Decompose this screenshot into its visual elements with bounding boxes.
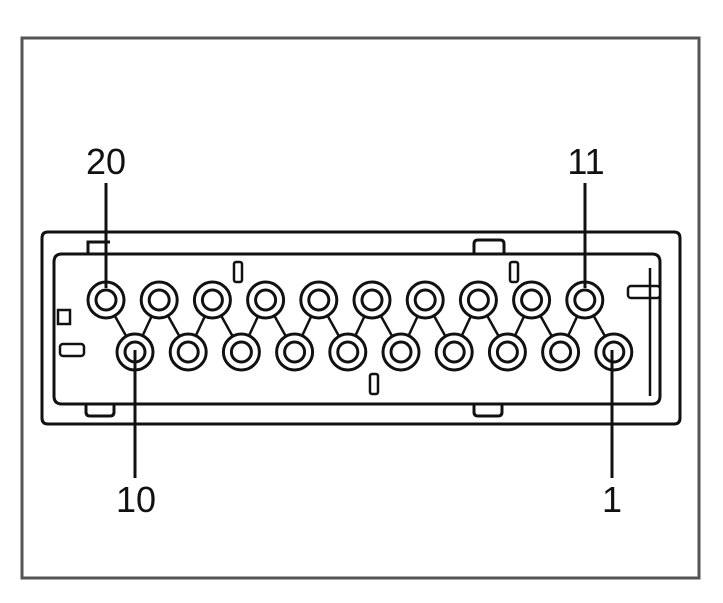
pin-label-10: 10 xyxy=(116,479,156,520)
top-right-key xyxy=(472,238,506,254)
pin-14-contact xyxy=(413,288,437,312)
pin-5 xyxy=(381,332,421,372)
pin-5-contact xyxy=(389,340,413,364)
pin-3 xyxy=(487,332,527,372)
pin-12 xyxy=(512,280,552,320)
pin-label-1: 1 xyxy=(602,479,622,520)
left-side-tab-2 xyxy=(58,342,86,358)
connector-housing-outer xyxy=(40,230,682,426)
top-left-latch xyxy=(86,240,110,254)
bottom-rib xyxy=(368,372,380,396)
pin-6-contact xyxy=(336,340,360,364)
top-rib-left xyxy=(232,260,244,284)
pin-17-contact xyxy=(254,288,278,312)
pin-7-contact xyxy=(283,340,307,364)
bottom-right-key xyxy=(472,404,504,418)
pin-13-contact xyxy=(466,288,490,312)
pin-19-contact xyxy=(147,288,171,312)
pin-9 xyxy=(168,332,208,372)
left-side-tab xyxy=(56,308,72,326)
pin-row-bottom xyxy=(115,332,634,372)
top-rib-right xyxy=(508,260,520,284)
bottom-left-key xyxy=(84,404,116,418)
pin-row-top xyxy=(86,280,605,320)
pin-1 xyxy=(594,332,634,372)
pin-17 xyxy=(246,280,286,320)
pin-15 xyxy=(352,280,392,320)
right-side-tab xyxy=(626,284,662,300)
pin-14 xyxy=(405,280,445,320)
pin-18 xyxy=(192,280,232,320)
pin-6 xyxy=(328,332,368,372)
pin-2-contact xyxy=(549,340,573,364)
connector-housing-inner xyxy=(52,252,662,406)
pin-2 xyxy=(541,332,581,372)
pin-3-contact xyxy=(495,340,519,364)
pin-label-20: 20 xyxy=(86,141,126,182)
pin-11-contact xyxy=(573,288,597,312)
pin-8-contact xyxy=(229,340,253,364)
pin-19 xyxy=(139,280,179,320)
pin-13 xyxy=(458,280,498,320)
pin-7 xyxy=(275,332,315,372)
pin-20-contact xyxy=(94,288,118,312)
pin-20 xyxy=(86,280,126,320)
pin-label-11: 11 xyxy=(567,141,604,182)
pin-1-contact xyxy=(602,340,626,364)
pin-18-contact xyxy=(200,288,224,312)
pin-12-contact xyxy=(520,288,544,312)
pin-11 xyxy=(565,280,605,320)
pin-4-contact xyxy=(442,340,466,364)
pin-9-contact xyxy=(176,340,200,364)
pin-16-contact xyxy=(307,288,331,312)
pin-4 xyxy=(434,332,474,372)
pin-16 xyxy=(299,280,339,320)
pin-15-contact xyxy=(360,288,384,312)
pin-8 xyxy=(221,332,261,372)
